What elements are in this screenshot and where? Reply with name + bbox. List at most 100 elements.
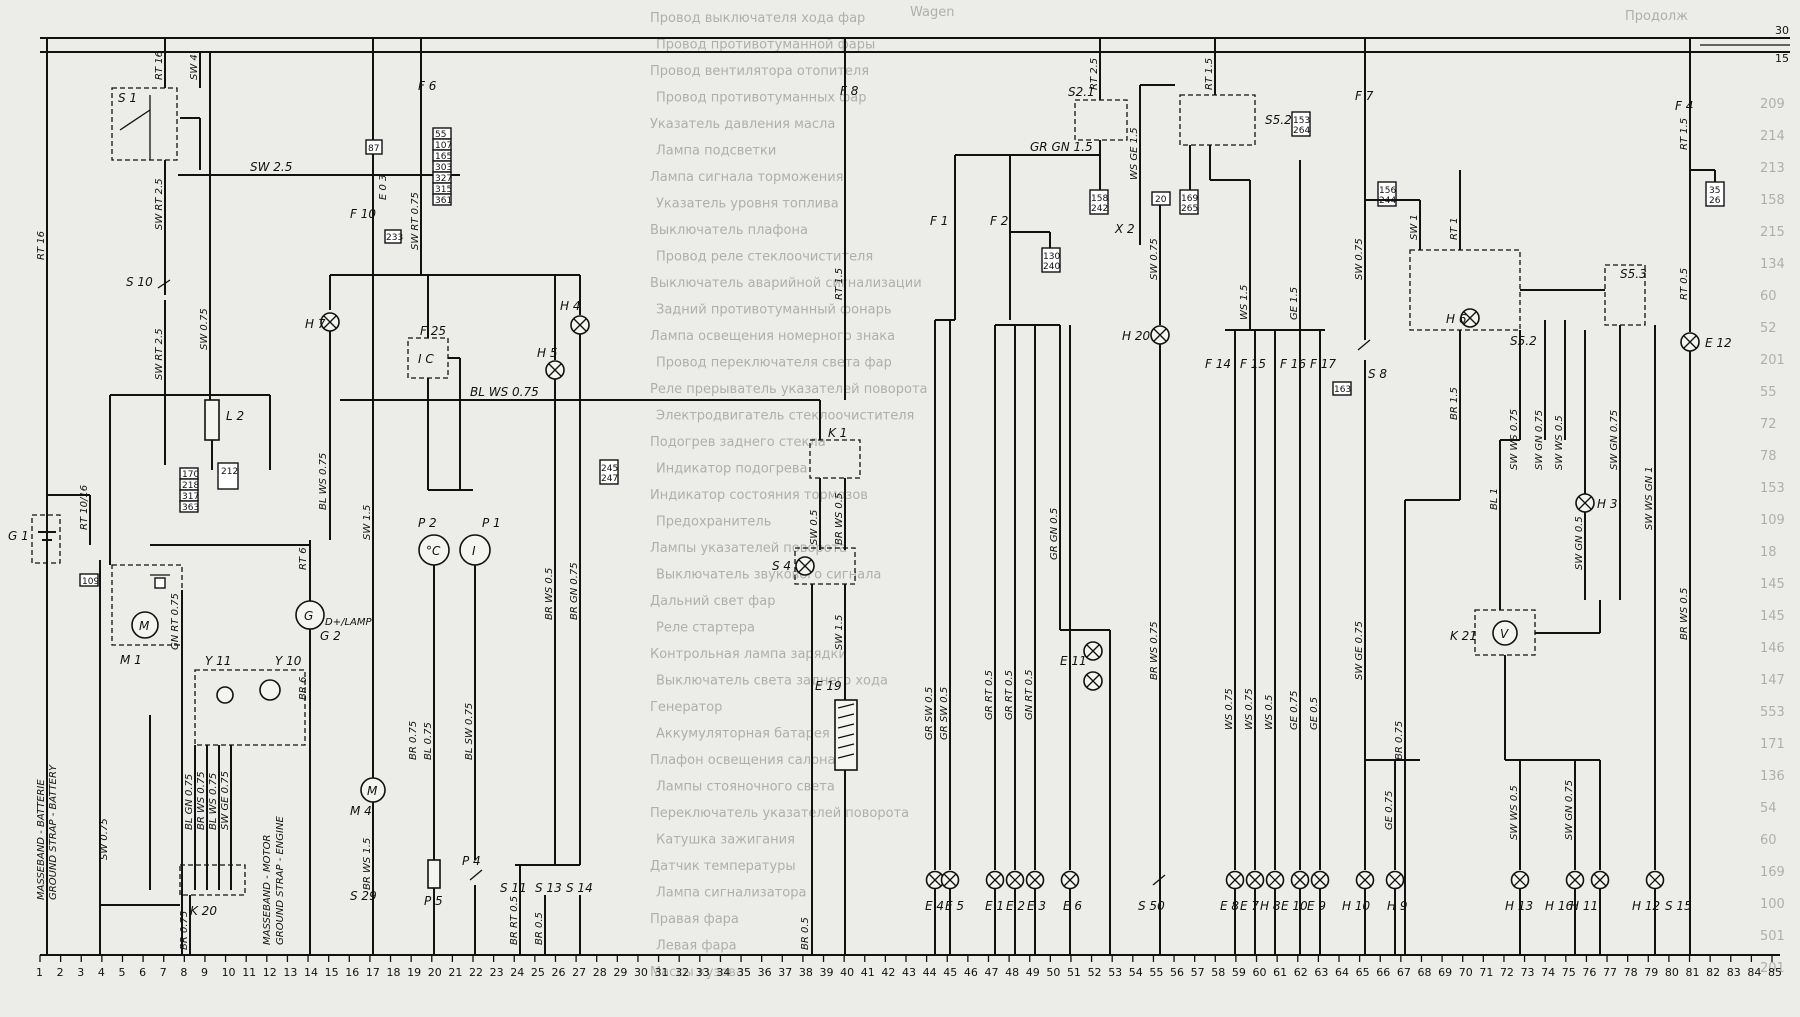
column-number: 42 <box>881 966 895 979</box>
column-number: 25 <box>531 966 545 979</box>
wire-sw075-f7: SW 0.75 <box>1354 238 1365 280</box>
column-number: 35 <box>737 966 751 979</box>
label-dplus: D+/LAMP <box>325 617 372 628</box>
margin-number: 78 <box>1760 449 1777 464</box>
wire-blws075-bus: BL WS 0.75 <box>470 385 539 399</box>
wire-ws075: WS 0.75 <box>1224 688 1235 730</box>
column-number: 40 <box>840 966 854 979</box>
column-number: 24 <box>510 966 524 979</box>
ghost-line: Провод вентилятора отопителя <box>650 64 869 79</box>
svg-text:I: I <box>472 544 476 558</box>
wire-rt1: RT 1 <box>1449 217 1460 240</box>
ref-87: 87 <box>368 144 379 154</box>
ref-box-label: 315 <box>435 185 452 195</box>
label-X2: X 2 <box>1114 222 1135 236</box>
label-S1: S 1 <box>118 91 137 105</box>
label-IC: I C <box>418 352 434 366</box>
column-number: 84 <box>1747 966 1761 979</box>
wire-brws05: BR WS 0.5 <box>544 568 555 620</box>
wire-blws075-h7: BL WS 0.75 <box>318 453 329 510</box>
ref-158: 158 <box>1091 194 1108 204</box>
margin-number: 201 <box>1760 353 1785 368</box>
label-F6: F 6 <box>418 79 437 93</box>
label-K1: K 1 <box>828 426 847 440</box>
ghost-line: Левая фара <box>656 939 737 954</box>
label-G2: G 2 <box>320 629 341 643</box>
ghost-line: Указатель уровня топлива <box>656 197 839 212</box>
wire-swge075b: SW GE 0.75 <box>1354 621 1365 680</box>
column-number: 43 <box>902 966 916 979</box>
margin-number: 213 <box>1760 161 1785 176</box>
column-number: 14 <box>304 966 318 979</box>
ref-265: 265 <box>1181 204 1198 214</box>
ghost-line: Выключатель света заднего хода <box>656 674 888 689</box>
wire-rt25: RT 2.5 <box>1089 58 1100 90</box>
margin-number: 153 <box>1760 481 1785 496</box>
label-F7: F 7 <box>1355 89 1374 103</box>
label-F4: F 4 <box>1675 99 1693 113</box>
ghost-line: Аккумуляторная батарея <box>656 727 830 742</box>
ghost-line: Лампа сигнала торможения <box>650 170 843 185</box>
column-number: 52 <box>1088 966 1102 979</box>
column-number: 73 <box>1521 966 1535 979</box>
wire-gnrt05: GN RT 0.5 <box>1024 669 1035 720</box>
column-number: 4 <box>98 966 105 979</box>
label-E3: E 3 <box>1027 899 1046 913</box>
margin-number: 145 <box>1760 609 1785 624</box>
label-S14: S 14 <box>566 881 593 895</box>
wire-rt16: RT 16 <box>36 231 47 260</box>
wire-br075: BR 0.75 <box>179 911 190 950</box>
column-number: 38 <box>799 966 813 979</box>
ref-240: 240 <box>1043 262 1060 272</box>
column-number: 64 <box>1335 966 1349 979</box>
ghost-line: Лампа сигнализатора <box>656 886 806 901</box>
label-S15: S 15 <box>1665 899 1692 913</box>
column-number: 49 <box>1026 966 1040 979</box>
column-number: 51 <box>1067 966 1081 979</box>
column-number: 62 <box>1294 966 1308 979</box>
column-number: 85 <box>1768 966 1782 979</box>
margin-number: 169 <box>1760 865 1785 880</box>
column-number: 65 <box>1356 966 1370 979</box>
label-H16: H 16 <box>1545 899 1573 913</box>
ghost-line: Контрольная лампа зарядки <box>650 647 847 662</box>
label-P1: P 1 <box>482 516 501 530</box>
wire-br15: BR 1.5 <box>1449 387 1460 420</box>
wire-br05: BR 0.5 <box>534 912 545 945</box>
column-number: 27 <box>572 966 586 979</box>
wire-brws05c: BR WS 0.5 <box>1679 588 1690 640</box>
column-number: 66 <box>1376 966 1390 979</box>
label-H6: H 6 <box>1446 312 1467 326</box>
ref-box <box>179 500 199 513</box>
label-motor-en: GROUND STRAP - ENGINE <box>275 816 286 945</box>
label-F17: F 17 <box>1310 357 1336 371</box>
margin-number: 18 <box>1760 545 1777 560</box>
label-M4: M 4 <box>350 804 372 818</box>
label-E9: E 9 <box>1307 899 1326 913</box>
column-number: 1 <box>36 966 43 979</box>
label-S13: S 13 <box>535 881 562 895</box>
ghost-line: Плафон освещения салона <box>650 753 836 768</box>
ghost-line: Выключатель звукового сигнала <box>656 568 881 583</box>
ghost-line: Индикатор подогрева <box>656 462 808 477</box>
instrument-section: 87 F 10 E 0 3 233 H 7 BL WS 0.75 SW 1.5 … <box>305 38 820 955</box>
wire-br05b: BR 0.5 <box>800 917 811 950</box>
column-number: 58 <box>1211 966 1225 979</box>
column-number: 18 <box>387 966 401 979</box>
column-number: 34 <box>716 966 730 979</box>
ghost-line: Провод выключателя хода фар <box>650 11 865 26</box>
column-number: 23 <box>490 966 504 979</box>
column-number: 79 <box>1644 966 1658 979</box>
label-K21: K 21 <box>1450 629 1477 643</box>
alternator-section: G G 2 D+/LAMP RT 6 BR 6 MASSEBAND - MOTO… <box>150 540 372 955</box>
ghost-line: Массы кузова <box>650 965 744 980</box>
ref-box-label: 317 <box>182 492 199 502</box>
column-number: 39 <box>820 966 834 979</box>
margin-number: 60 <box>1760 833 1777 848</box>
ref-box-label: 218 <box>182 481 199 491</box>
power-rails: 30 15 <box>40 24 1790 956</box>
margin-number: 171 <box>1760 737 1785 752</box>
ref-box-label: 170 <box>182 470 199 480</box>
column-number: 11 <box>242 966 256 979</box>
column-number: 59 <box>1232 966 1246 979</box>
